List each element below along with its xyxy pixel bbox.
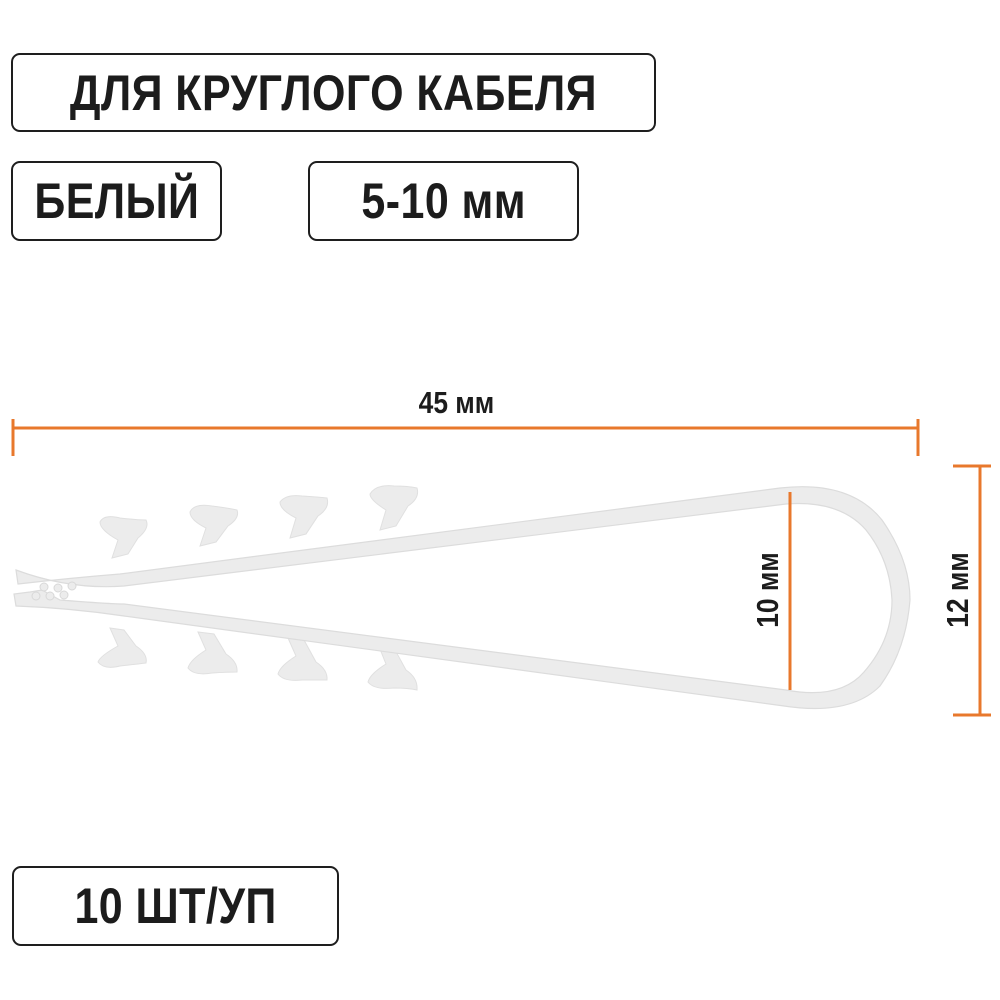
color-badge: БЕЛЫЙ <box>11 161 222 241</box>
clip-teeth <box>31 581 77 601</box>
outer-width-label: 12 мм <box>940 546 976 635</box>
length-label-text: 45 мм <box>418 385 495 420</box>
length-dimension-line <box>11 419 920 456</box>
pack-quantity-badge-text: 10 ШТ/УП <box>74 878 277 934</box>
top-fins <box>99 485 419 559</box>
inner-width-label-text: 10 мм <box>750 552 785 628</box>
cable-clip-illustration <box>13 485 911 710</box>
length-label: 45 мм <box>412 385 501 421</box>
bottom-fins <box>97 627 418 691</box>
outer-width-dimension-line <box>953 464 991 717</box>
cable-range-badge-text: 5-10 мм <box>361 173 526 229</box>
dimension-lines <box>11 419 991 717</box>
pack-quantity-badge: 10 ШТ/УП <box>12 866 339 946</box>
color-badge-text: БЕЛЫЙ <box>34 173 199 229</box>
title-badge: ДЛЯ КРУГЛОГО КАБЕЛЯ <box>11 53 656 132</box>
title-badge-text: ДЛЯ КРУГЛОГО КАБЕЛЯ <box>69 64 598 121</box>
cable-range-badge: 5-10 мм <box>308 161 579 241</box>
inner-width-label: 10 мм <box>750 546 786 635</box>
outer-width-label-text: 12 мм <box>940 552 975 628</box>
